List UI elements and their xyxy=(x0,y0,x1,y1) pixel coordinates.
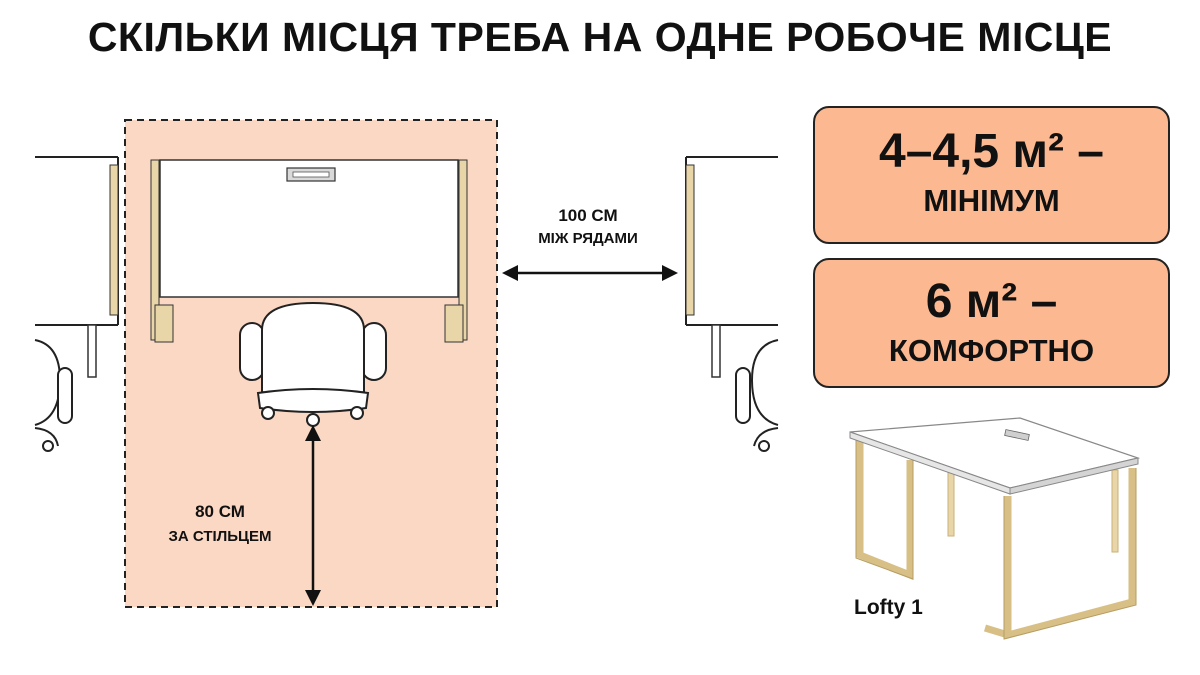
left-neighbor-desk xyxy=(35,156,119,378)
minimum-area-value: 4–4,5 м² – xyxy=(879,125,1104,178)
chair-distance-arrow xyxy=(305,425,321,606)
comfort-area-value: 6 м² – xyxy=(925,275,1058,328)
desk-model-name: Lofty 1 xyxy=(854,596,923,619)
main-desk xyxy=(150,159,468,343)
left-neighbor-chair xyxy=(34,339,73,452)
right-neighbor-desk xyxy=(685,156,778,378)
desk-illustration xyxy=(849,417,1141,640)
page-title: Скільки місця треба на одне робоче місце xyxy=(87,14,1113,60)
minimum-area-card: 4–4,5 м² – мінімум xyxy=(813,106,1170,244)
rows-distance-label: 100 см між рядами xyxy=(508,206,668,247)
minimum-area-caption: мінімум xyxy=(923,183,1060,218)
right-neighbor-chair xyxy=(735,339,779,452)
chair-distance-caption: за стільцем xyxy=(168,528,272,545)
chair-distance-label: 80 см за стільцем xyxy=(130,502,310,545)
rows-distance-value: 100 см xyxy=(558,206,618,225)
rows-distance-caption: між рядами xyxy=(538,230,638,247)
rows-distance-arrow xyxy=(502,265,678,281)
chair-icon xyxy=(239,301,387,427)
chair-distance-value: 80 см xyxy=(195,502,245,521)
comfort-area-card: 6 м² – комфортно xyxy=(813,258,1170,388)
comfort-area-caption: комфортно xyxy=(888,333,1095,368)
floor-plan xyxy=(34,119,779,608)
